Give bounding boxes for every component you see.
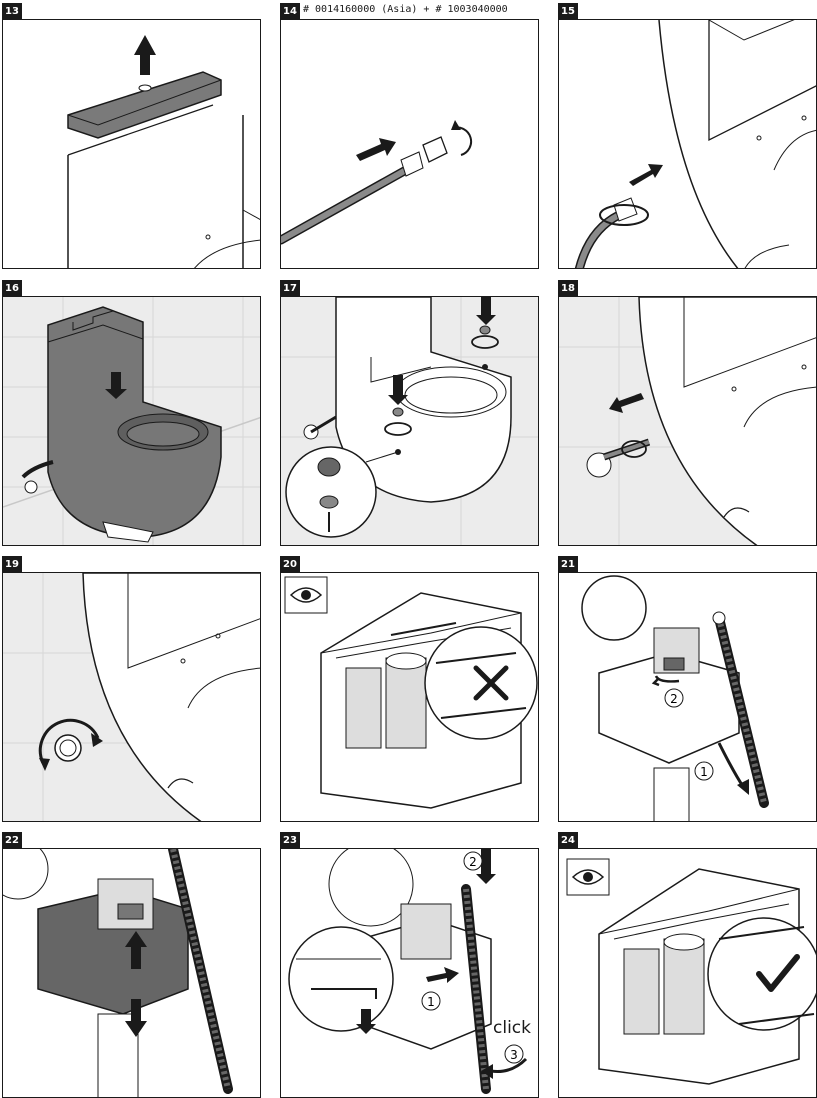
step-23-panel: 2 1 click 3: [280, 848, 539, 1098]
tank-lid-removal-illustration: [67, 35, 260, 268]
step-badge: 13: [2, 3, 22, 19]
open-valve-illustration: [3, 573, 260, 821]
valve-height-adjust-illustration: [3, 849, 233, 1097]
hose-connect-illustration: [574, 20, 816, 268]
step-badge: 20: [280, 556, 300, 572]
step-22-panel: [2, 848, 261, 1098]
callout-number: 3: [510, 1048, 518, 1062]
callout-number: 2: [469, 855, 477, 869]
floor-fixing-illustration: [281, 297, 538, 545]
part-reference: # 0014160000 (Asia) + # 1003040000: [303, 4, 508, 15]
step-15-panel: [558, 19, 817, 269]
step-13-panel: [2, 19, 261, 269]
step-badge: 15: [558, 3, 578, 19]
eye-icon: [289, 587, 323, 603]
toilet-placement-illustration: [3, 297, 260, 545]
step-badge: 18: [558, 280, 578, 296]
cross-icon: [473, 665, 509, 701]
step-24-panel: [558, 848, 817, 1098]
hose-fitting-illustration: [281, 120, 473, 245]
step-badge: 14: [280, 3, 300, 19]
valve-lock-illustration: 2 1 click 3: [288, 849, 531, 1094]
step-badge: 17: [280, 280, 300, 296]
fill-valve-adjust-illustration: 2 1: [581, 575, 769, 821]
step-badge: 23: [280, 832, 300, 848]
callout-number: 1: [427, 995, 435, 1009]
callout-number: 1: [700, 765, 708, 779]
water-level-wrong-illustration: [284, 576, 538, 809]
step-18-panel: [558, 296, 817, 546]
check-icon: [756, 954, 800, 992]
step-16-panel: [2, 296, 261, 546]
click-label: click: [493, 1018, 531, 1038]
step-badge: 16: [2, 280, 22, 296]
step-14-panel: [280, 19, 539, 269]
step-badge: 21: [558, 556, 578, 572]
water-level-correct-illustration: [566, 858, 816, 1085]
step-badge: 22: [2, 832, 22, 848]
step-badge: 19: [2, 556, 22, 572]
step-17-panel: [280, 296, 539, 546]
callout-number: 2: [670, 692, 678, 706]
step-badge: 24: [558, 832, 578, 848]
step-19-panel: [2, 572, 261, 822]
step-20-panel: [280, 572, 539, 822]
eye-icon: [571, 869, 605, 885]
step-21-panel: 2 1: [558, 572, 817, 822]
valve-connect-illustration: [559, 297, 816, 545]
